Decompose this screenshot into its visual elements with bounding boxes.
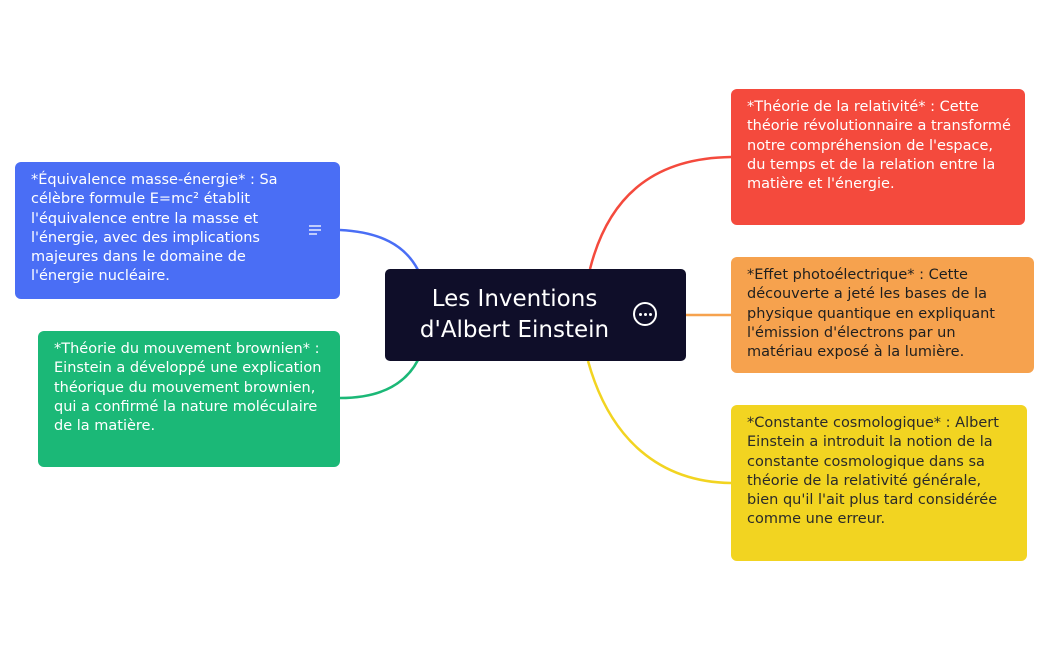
- node-text: *Théorie du mouvement brownien* : Einste…: [54, 341, 322, 435]
- node-theorie-relativite[interactable]: *Théorie de la relativité* : Cette théor…: [731, 89, 1025, 225]
- node-equivalence-masse-energie[interactable]: *Équivalence masse-énergie* : Sa célèbre…: [15, 162, 340, 299]
- node-text: *Effet photoélectrique* : Cette découver…: [747, 267, 995, 361]
- root-topic[interactable]: Les Inventions d'Albert Einstein: [385, 269, 686, 361]
- more-options-icon[interactable]: [633, 302, 657, 326]
- connector-left2: [339, 359, 420, 400]
- notes-icon[interactable]: [307, 223, 323, 237]
- node-text: *Équivalence masse-énergie* : Sa célèbre…: [31, 172, 278, 285]
- node-effet-photoelectrique[interactable]: *Effet photoélectrique* : Cette découver…: [731, 257, 1034, 373]
- connector-right3: [586, 360, 732, 485]
- node-text: *Théorie de la relativité* : Cette théor…: [747, 99, 1011, 193]
- connector-right1: [588, 155, 732, 270]
- node-text: *Constante cosmologique* : Albert Einste…: [747, 415, 999, 528]
- root-title: Les Inventions d'Albert Einstein: [419, 286, 610, 343]
- node-mouvement-brownien[interactable]: *Théorie du mouvement brownien* : Einste…: [38, 331, 340, 467]
- connector-left1: [339, 228, 420, 271]
- node-constante-cosmologique[interactable]: *Constante cosmologique* : Albert Einste…: [731, 405, 1027, 561]
